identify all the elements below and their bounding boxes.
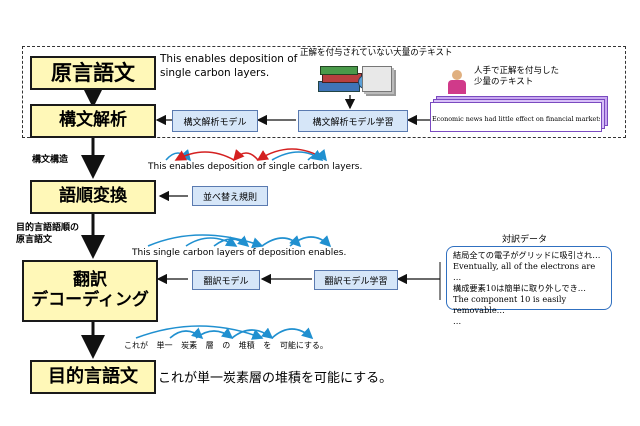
label-reordered: 目的言語語順の 原言語文 [16, 222, 79, 246]
parse-word: enables [169, 162, 205, 172]
label-structure: 構文構造 [32, 155, 69, 165]
stage-translate-line1: 翻訳 [73, 270, 107, 291]
translated-word: を [263, 341, 272, 350]
news-doc-stack: Economic news had little effect on finan… [430, 96, 610, 132]
source-sentence-line2: single carbon layers. [160, 67, 270, 79]
corpus-line: 結局全ての電子がグリッドに吸引され… [453, 250, 601, 260]
translated-word: 炭素 [181, 341, 198, 350]
parse-word: carbon [298, 162, 330, 172]
person-icon [446, 70, 468, 98]
stage-source: 原言語文 [30, 56, 156, 90]
stage-reorder: 語順変換 [30, 180, 156, 214]
reordered-word: layers [216, 248, 245, 258]
source-sentence: This enables deposition of single carbon… [160, 52, 297, 80]
translated-word: 堆積 [238, 341, 255, 350]
corpus-line: Eventually, all of the electrons are … [453, 261, 596, 282]
parse-word: of [257, 162, 266, 172]
label-reordered-line1: 目的言語語順の [16, 223, 80, 233]
labeled-text-line2: 少量のテキスト [474, 77, 534, 87]
stage-translate-line2: デコーディング [31, 290, 149, 310]
labeled-text-caption: 人手で正解を付与した 少量のテキスト [474, 66, 559, 88]
reordered-word-row: This single carbon layers of deposition … [132, 248, 346, 258]
reordered-word: carbon [182, 248, 214, 258]
reordered-word: This [132, 248, 151, 258]
translated-word: これが [124, 341, 148, 350]
translated-word: 単一 [156, 341, 173, 350]
translated-word: 可能にする。 [279, 341, 328, 350]
trans-model-box: 翻訳モデル [192, 270, 260, 290]
reordered-word: of [246, 248, 256, 258]
corpus-line: The component 10 is easily removable… [453, 294, 567, 315]
corpus-line: 構成要素10は簡単に取り外しでき… [453, 283, 586, 293]
document-stack-icon [362, 66, 392, 92]
label-reordered-line2: 原言語文 [16, 235, 53, 245]
source-sentence-line1: This enables deposition of [160, 53, 298, 65]
parallel-data-title: 対訳データ [502, 235, 548, 245]
labeled-text-line1: 人手で正解を付与した [474, 66, 560, 76]
target-sentence: これが単一炭素層の堆積を可能にする。 [158, 371, 393, 386]
translated-word-row: これが 単一 炭素 層 の 堆積 を 可能にする。 [124, 340, 328, 351]
parse-word: deposition [207, 162, 255, 172]
parse-learning-box: 構文解析モデル学習 [298, 110, 408, 132]
news-sentence: Economic news had little effect on finan… [432, 115, 600, 123]
parse-word: single [268, 162, 296, 172]
trans-learning-box: 翻訳モデル学習 [314, 270, 398, 290]
reordered-word: single [153, 248, 180, 258]
parse-word: layers. [332, 162, 363, 172]
reordered-word: deposition [258, 248, 306, 258]
unlabeled-text-caption: 正解を付与されていない大量のテキスト [300, 48, 453, 58]
parse-word: This [148, 162, 167, 172]
translated-word: の [222, 341, 231, 350]
parse-model-box: 構文解析モデル [172, 110, 258, 132]
training-frame [22, 46, 626, 138]
parse-word-row: This enables deposition of single carbon… [148, 162, 362, 172]
stage-parse: 構文解析 [30, 104, 156, 138]
parallel-corpus-box: 結局全ての電子がグリッドに吸引され… Eventually, all of th… [446, 246, 612, 326]
reorder-rules-box: 並べ替え規則 [192, 186, 268, 206]
corpus-line: … [453, 316, 462, 326]
stage-target: 目的言語文 [30, 360, 156, 394]
translated-word: 層 [205, 341, 214, 350]
reordered-word: enables. [308, 248, 347, 258]
stage-translate: 翻訳 デコーディング [22, 260, 158, 322]
